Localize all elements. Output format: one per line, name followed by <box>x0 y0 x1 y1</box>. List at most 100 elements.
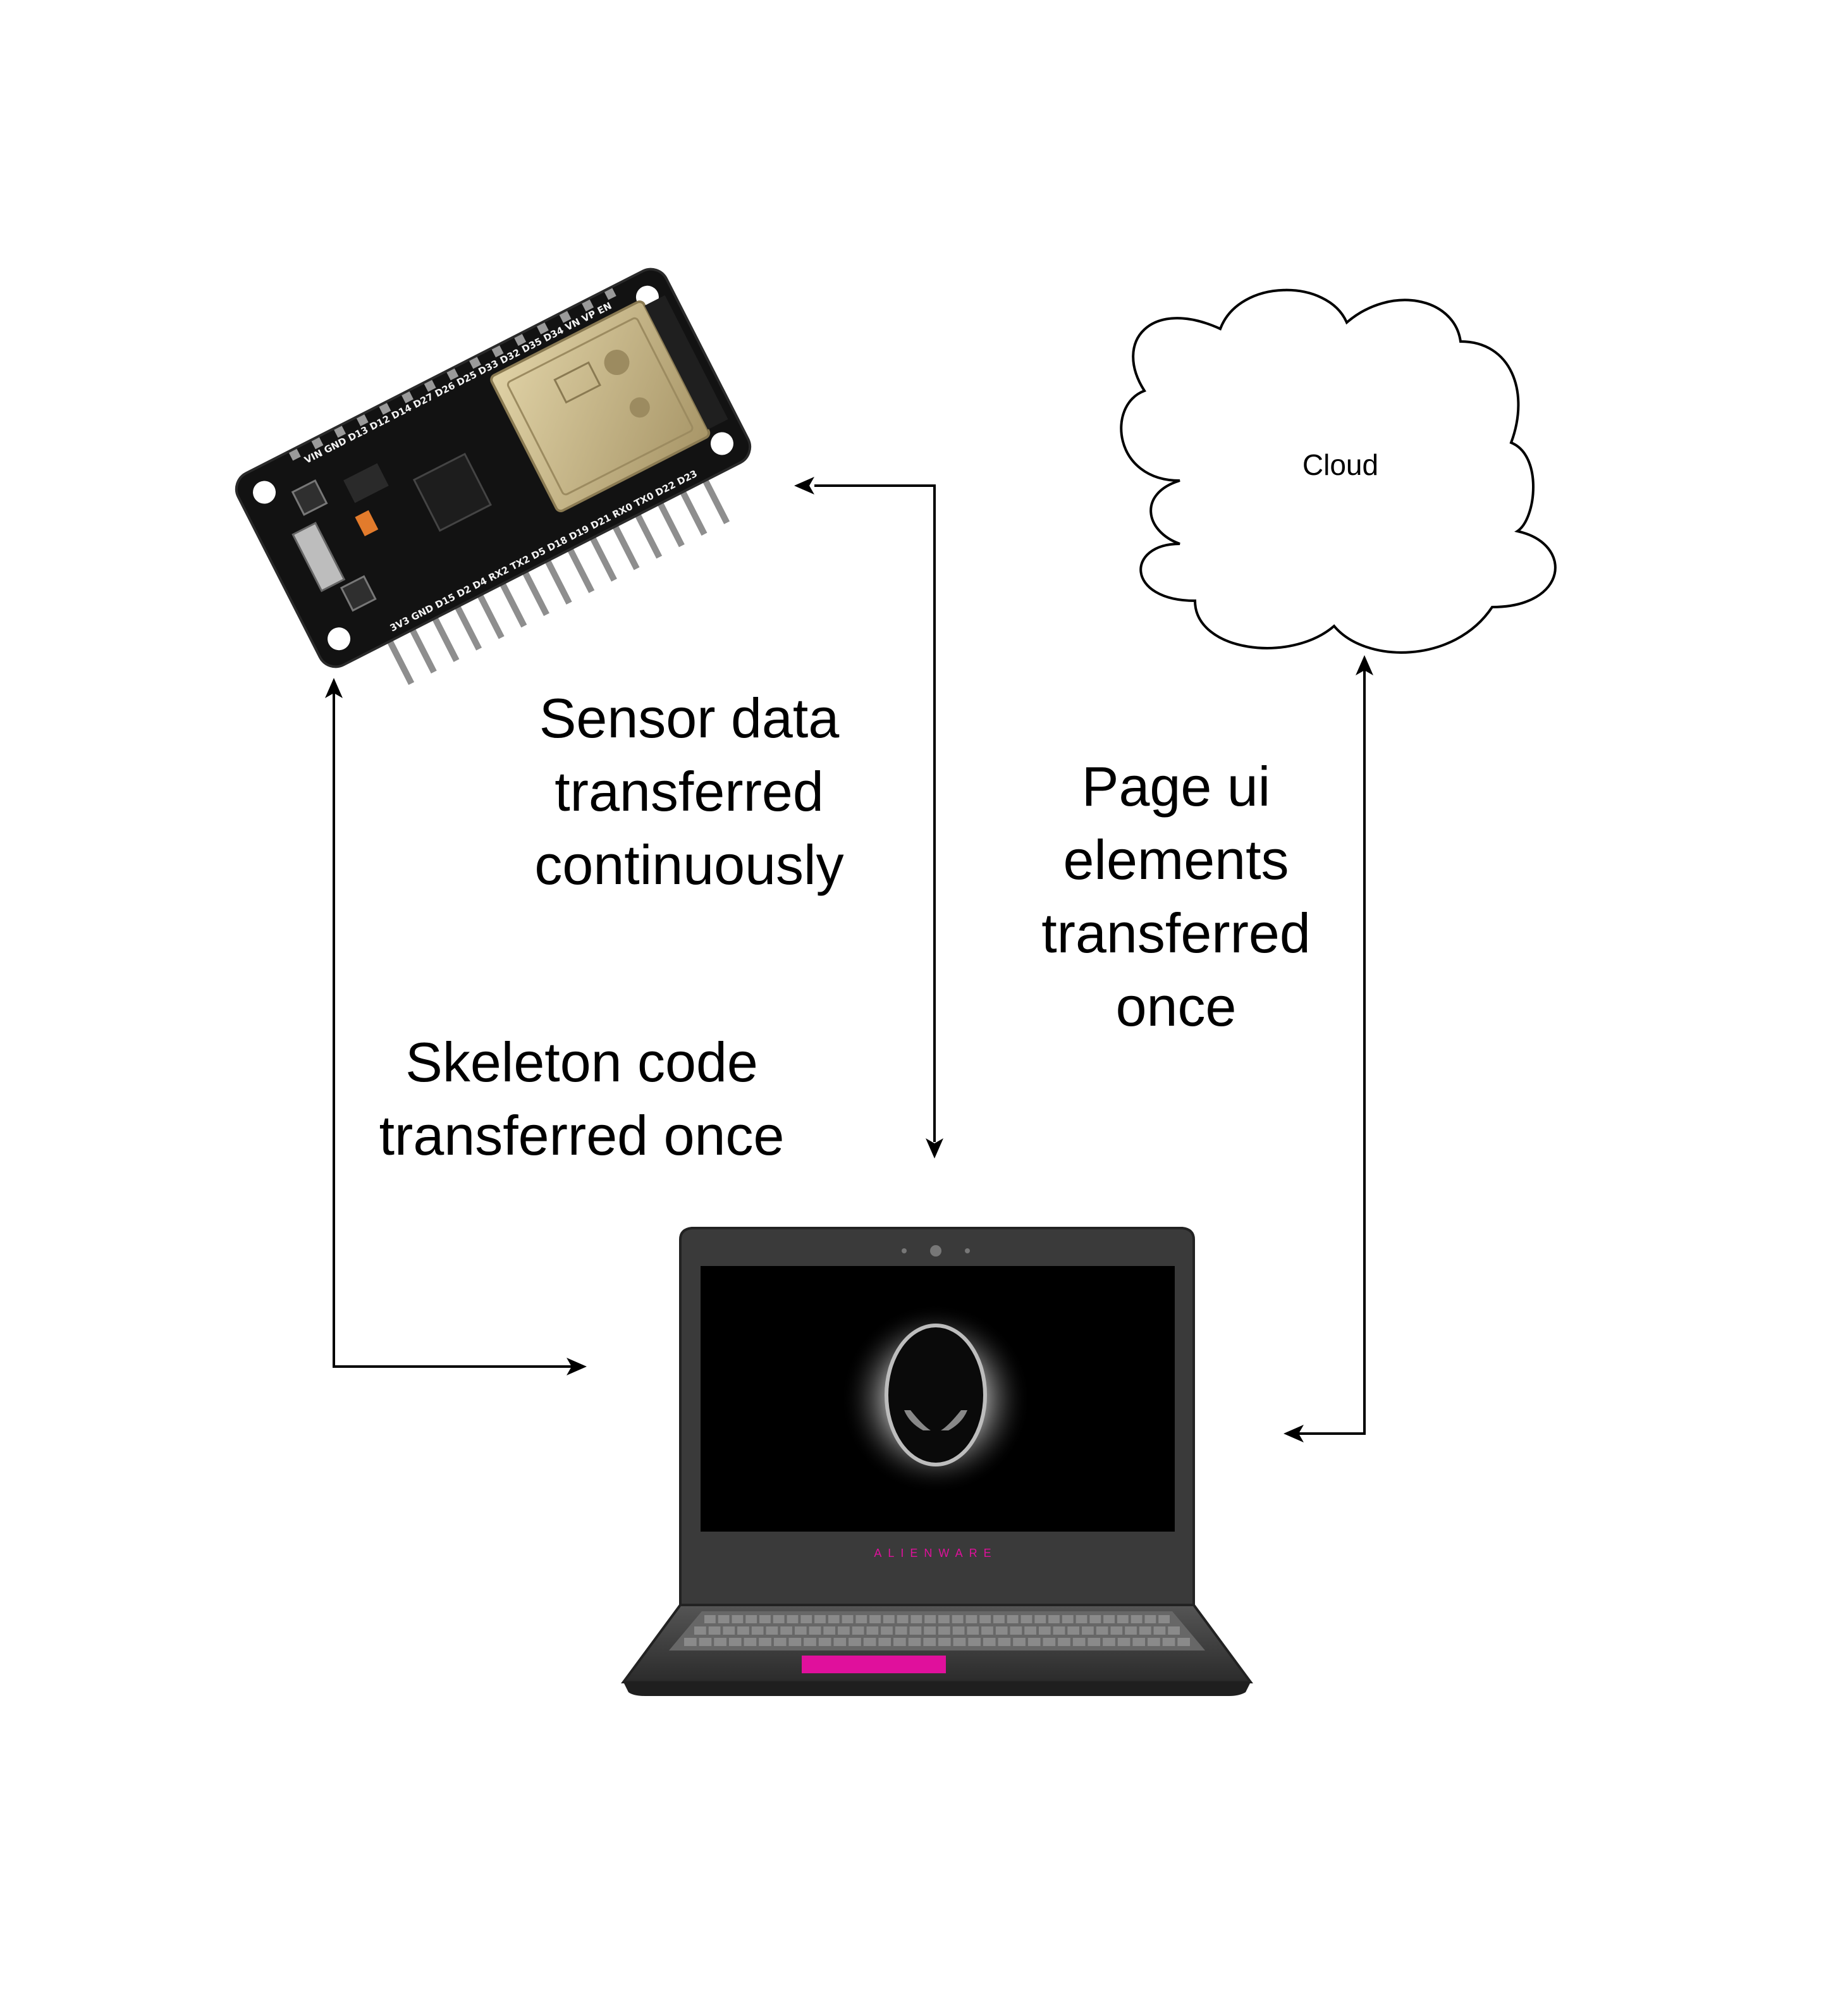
keyboard-key <box>1168 1626 1180 1635</box>
keyboard-key <box>1013 1638 1026 1646</box>
keyboard-key <box>708 1626 721 1635</box>
keyboard-key <box>866 1626 879 1635</box>
header-pin-leg <box>611 522 640 570</box>
keyboard-key <box>773 1638 787 1646</box>
connector-skeleton <box>333 688 572 1368</box>
edge-label-sensor-line-3: continuously <box>534 833 844 896</box>
keyboard-key <box>1110 1626 1123 1635</box>
keyboard-key <box>718 1615 730 1623</box>
edge-label-skeleton-line-2: transferred once <box>379 1104 785 1167</box>
edge-label-page-ui-line-2: elements <box>1063 828 1289 891</box>
keyboard-key <box>1177 1638 1190 1646</box>
edge-label-sensor-line-1: Sensor data <box>539 687 840 749</box>
header-pin-leg <box>588 533 617 582</box>
edge-label-page-ui-line-1: Page ui <box>1081 755 1271 818</box>
header-pin-leg <box>701 476 730 524</box>
keyboard-key <box>909 1626 922 1635</box>
esp32-board: VIN GND D13 D12 D14 D27 D26 D25 D33 D32 … <box>235 267 752 685</box>
keyboard-key <box>728 1638 742 1646</box>
keyboard-key <box>1075 1615 1088 1623</box>
keyboard-key <box>751 1626 764 1635</box>
keyboard-key <box>737 1626 749 1635</box>
keyboard-key <box>995 1626 1008 1635</box>
keyboard-key <box>1072 1638 1086 1646</box>
header-pin <box>401 391 414 403</box>
keyboard-key <box>714 1638 726 1646</box>
keyboard-key <box>1082 1626 1094 1635</box>
keyboard-key <box>1103 1638 1115 1646</box>
keyboard-key <box>1117 1615 1129 1623</box>
arrow-head-page-ui-up <box>1356 655 1373 675</box>
keyboard-key <box>814 1615 826 1623</box>
laptop-brand-label: ALIENWARE <box>874 1547 997 1559</box>
keyboard-key <box>952 1626 965 1635</box>
keyboard-key <box>1144 1615 1156 1623</box>
keyboard-key <box>1158 1615 1170 1623</box>
keyboard-key <box>953 1638 966 1646</box>
keyboard-key <box>1058 1638 1070 1646</box>
keyboard-key <box>1027 1638 1041 1646</box>
keyboard-key <box>895 1626 907 1635</box>
header-pin-leg <box>678 488 708 536</box>
header-pin-leg <box>431 614 460 662</box>
keyboard-key <box>897 1615 909 1623</box>
keyboard-key <box>838 1626 850 1635</box>
keyboard-key <box>1132 1638 1146 1646</box>
keyboard-key <box>924 1626 936 1635</box>
keyboard-key <box>694 1626 706 1635</box>
arrow-head-skeleton-right <box>567 1358 587 1375</box>
header-pin <box>446 368 459 381</box>
keyboard-key <box>938 1615 950 1623</box>
keyboard-key <box>828 1615 840 1623</box>
keyboard-key <box>1034 1615 1046 1623</box>
cloud-shape <box>1120 288 1557 654</box>
keyboard-key <box>823 1626 836 1635</box>
keyboard-key <box>1139 1626 1151 1635</box>
header-pin-leg <box>656 499 685 548</box>
keyboard-key <box>809 1626 821 1635</box>
header-pin <box>356 414 369 427</box>
keyboard-key <box>1048 1615 1060 1623</box>
cloud-label: Cloud <box>1302 448 1379 481</box>
keyboard-key <box>893 1638 906 1646</box>
keyboard-key <box>983 1638 996 1646</box>
keyboard-key <box>1125 1626 1137 1635</box>
header-pin-leg <box>633 510 663 559</box>
keyboard-key <box>908 1638 921 1646</box>
edge-label-sensor-line-2: transferred <box>555 760 824 823</box>
keyboard-key <box>759 1615 771 1623</box>
header-pin-leg <box>520 568 549 617</box>
keyboard-key <box>780 1626 792 1635</box>
keyboard <box>684 1615 1190 1646</box>
keyboard-key <box>852 1626 864 1635</box>
keyboard-key <box>878 1638 892 1646</box>
keyboard-key <box>787 1615 799 1623</box>
header-pin <box>311 437 324 450</box>
edge-label-skeleton: Skeleton code transferred once <box>329 1026 835 1172</box>
board-bottom-pins <box>385 476 730 685</box>
header-pin <box>379 403 391 415</box>
keyboard-key <box>1024 1626 1036 1635</box>
board-top-pins <box>288 288 616 461</box>
header-pin-leg <box>408 625 437 673</box>
keyboard-key <box>804 1638 816 1646</box>
keyboard-key <box>684 1638 697 1646</box>
header-pin <box>288 448 301 461</box>
keyboard-key <box>1088 1638 1101 1646</box>
keyboard-key <box>1043 1638 1056 1646</box>
header-pin <box>424 379 436 392</box>
arrow-head-sensor-down <box>926 1138 943 1159</box>
keyboard-key <box>924 1615 936 1623</box>
keyboard-key <box>1062 1615 1074 1623</box>
header-pin <box>469 357 481 369</box>
keyboard-key <box>1162 1638 1175 1646</box>
alien-head-icon <box>885 1324 987 1466</box>
header-pin-leg <box>566 545 595 593</box>
keyboard-key <box>979 1615 991 1623</box>
keyboard-key <box>967 1626 979 1635</box>
header-pin <box>536 322 549 335</box>
connector-sensor <box>814 484 936 1142</box>
arrow-head-skeleton-up <box>325 678 343 698</box>
arrow-head-page-ui-left <box>1284 1425 1304 1442</box>
keyboard-key <box>704 1615 716 1623</box>
